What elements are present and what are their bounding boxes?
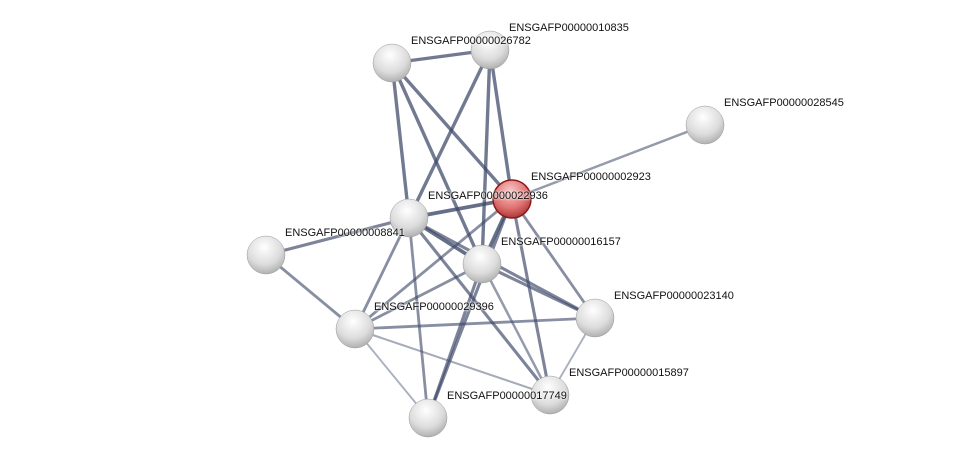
- edge-B-G[interactable]: [480, 49, 492, 265]
- edge-G-I[interactable]: [354, 262, 483, 331]
- node-label[interactable]: ENSGAFP00000010835: [509, 22, 629, 34]
- node-label[interactable]: ENSGAFP00000008841: [285, 227, 405, 239]
- edge-I-H[interactable]: [354, 316, 596, 331]
- protein-node[interactable]: [462, 244, 502, 284]
- edge-B-D[interactable]: [488, 49, 514, 200]
- node-label[interactable]: ENSGAFP00000023140: [614, 290, 734, 302]
- query-protein-node[interactable]: [492, 179, 532, 219]
- edge-D-J[interactable]: [510, 198, 552, 396]
- protein-node[interactable]: [530, 375, 570, 415]
- edge-G-J[interactable]: [480, 263, 552, 396]
- protein-node[interactable]: [685, 105, 725, 145]
- node-label[interactable]: ENSGAFP00000022936: [428, 190, 548, 202]
- edge-G-K[interactable]: [426, 263, 484, 419]
- node-label[interactable]: ENSGAFP00000028545: [724, 97, 844, 109]
- edge-G-H[interactable]: [481, 262, 596, 320]
- protein-node[interactable]: [408, 398, 448, 438]
- edge-D-I[interactable]: [354, 197, 513, 331]
- node-label[interactable]: ENSGAFP00000017749: [447, 390, 567, 402]
- edge-E-I[interactable]: [353, 217, 411, 330]
- edge-A-E[interactable]: [390, 62, 411, 219]
- edge-E-F[interactable]: [265, 216, 410, 257]
- edge-E-H[interactable]: [408, 216, 596, 320]
- node-label[interactable]: ENSGAFP00000029396: [374, 301, 494, 313]
- protein-node[interactable]: [470, 30, 510, 70]
- edge-E-K[interactable]: [407, 217, 430, 419]
- edge-C-D[interactable]: [511, 123, 706, 201]
- protein-node[interactable]: [389, 198, 429, 238]
- protein-node[interactable]: [246, 235, 286, 275]
- edge-D-H[interactable]: [510, 198, 597, 319]
- node-label[interactable]: ENSGAFP00000026782: [411, 35, 531, 47]
- edge-E-J[interactable]: [407, 217, 552, 396]
- node-label[interactable]: ENSGAFP00000002923: [531, 171, 651, 183]
- edge-B-E[interactable]: [407, 49, 492, 219]
- edge-I-J[interactable]: [354, 328, 551, 396]
- node-label[interactable]: ENSGAFP00000016157: [501, 236, 621, 248]
- edge-F-I[interactable]: [265, 253, 356, 331]
- node-label[interactable]: ENSGAFP00000015897: [569, 367, 689, 379]
- protein-node[interactable]: [372, 43, 412, 83]
- protein-node[interactable]: [335, 309, 375, 349]
- protein-node[interactable]: [575, 298, 615, 338]
